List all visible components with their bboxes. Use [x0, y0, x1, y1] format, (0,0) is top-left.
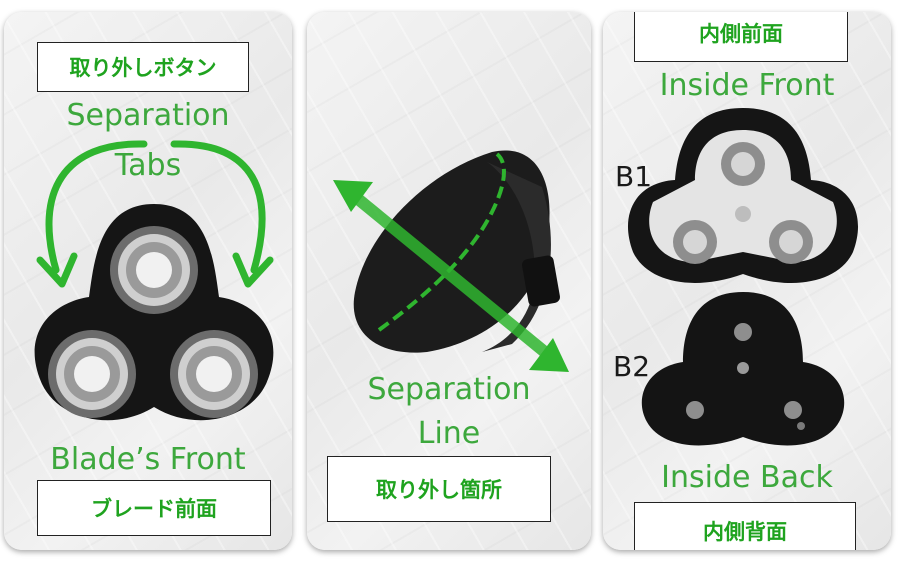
inside-front-jp-label: 内側前面 [634, 12, 848, 62]
separation-line-line1: Separation [367, 372, 531, 407]
blade-front-jp-label: ブレード前面 [37, 480, 271, 536]
b2-marker: B2 [613, 350, 651, 383]
inside-back-label: Inside Back [661, 460, 833, 495]
blades-front-label: Blade’s Front [50, 442, 246, 477]
release-button-label: 取り外しボタン [37, 42, 249, 92]
separation-line-line2: Line [417, 416, 481, 451]
inside-front-label: Inside Front [659, 68, 835, 103]
separation-point-jp-label: 取り外し箇所 [327, 456, 551, 522]
separation-tabs-line1: Separation [66, 98, 230, 133]
b1-marker: B1 [615, 160, 653, 193]
panel-separation-line: Separation Line 取り外し箇所 [307, 12, 591, 550]
shaver-head-side-image [333, 150, 569, 372]
panel-inside-views: 内側前面 Inside Front B1 B2 Inside Back 内側背面 [603, 12, 891, 550]
panel-blade-front: 取り外しボタン Separation Tabs Blade’s Front ブレ… [4, 12, 292, 550]
inside-back-jp-label: 内側背面 [634, 502, 856, 550]
shaver-head-front-image [34, 140, 274, 421]
separation-tabs-line2: Tabs [114, 148, 182, 183]
shaver-head-inside-image [627, 108, 859, 446]
